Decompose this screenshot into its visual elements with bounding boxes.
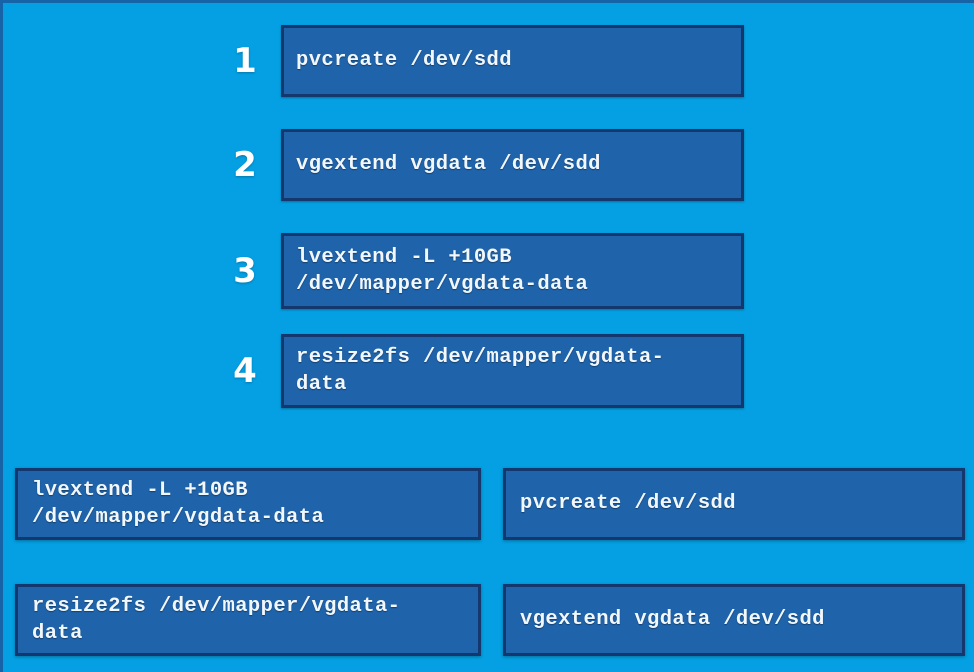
pool-item-resize2fs[interactable]: resize2fs /dev/mapper/vgdata- data (15, 584, 481, 656)
pool-item-text: vgextend vgdata /dev/sdd (520, 608, 825, 632)
command-box-step-3[interactable]: lvextend -L +10GB /dev/mapper/vgdata-dat… (281, 233, 744, 309)
step-number-2: 2 (233, 145, 257, 185)
pool-item-lvextend[interactable]: lvextend -L +10GB /dev/mapper/vgdata-dat… (15, 468, 481, 540)
pool-item-vgextend[interactable]: vgextend vgdata /dev/sdd (503, 584, 965, 656)
command-text-step-3: lvextend -L +10GB /dev/mapper/vgdata-dat… (296, 245, 589, 296)
sequence-slot-2[interactable]: 2 vgextend vgdata /dev/sdd (225, 129, 744, 201)
command-box-step-4[interactable]: resize2fs /dev/mapper/vgdata- data (281, 334, 744, 408)
command-text-step-2: vgextend vgdata /dev/sdd (296, 153, 601, 177)
command-text-step-1: pvcreate /dev/sdd (296, 49, 512, 73)
command-text-step-4: resize2fs /dev/mapper/vgdata- data (296, 345, 665, 396)
pool-item-text: pvcreate /dev/sdd (520, 492, 736, 516)
step-number-4: 4 (233, 351, 257, 391)
sequence-slot-4[interactable]: 4 resize2fs /dev/mapper/vgdata- data (225, 334, 744, 408)
command-box-step-2[interactable]: vgextend vgdata /dev/sdd (281, 129, 744, 201)
sequence-slot-3[interactable]: 3 lvextend -L +10GB /dev/mapper/vgdata-d… (225, 233, 744, 309)
pool-item-text: lvextend -L +10GB /dev/mapper/vgdata-dat… (32, 478, 325, 529)
sequence-slot-1[interactable]: 1 pvcreate /dev/sdd (225, 25, 744, 97)
step-number-3: 3 (233, 251, 257, 291)
pool-item-text: resize2fs /dev/mapper/vgdata- data (32, 594, 401, 645)
answer-sequence-panel: 1 pvcreate /dev/sdd 2 vgextend vgdata /d… (3, 3, 974, 451)
pool-item-pvcreate[interactable]: pvcreate /dev/sdd (503, 468, 965, 540)
step-number-1: 1 (233, 41, 257, 81)
command-box-step-1[interactable]: pvcreate /dev/sdd (281, 25, 744, 97)
command-source-pool: lvextend -L +10GB /dev/mapper/vgdata-dat… (3, 455, 974, 672)
